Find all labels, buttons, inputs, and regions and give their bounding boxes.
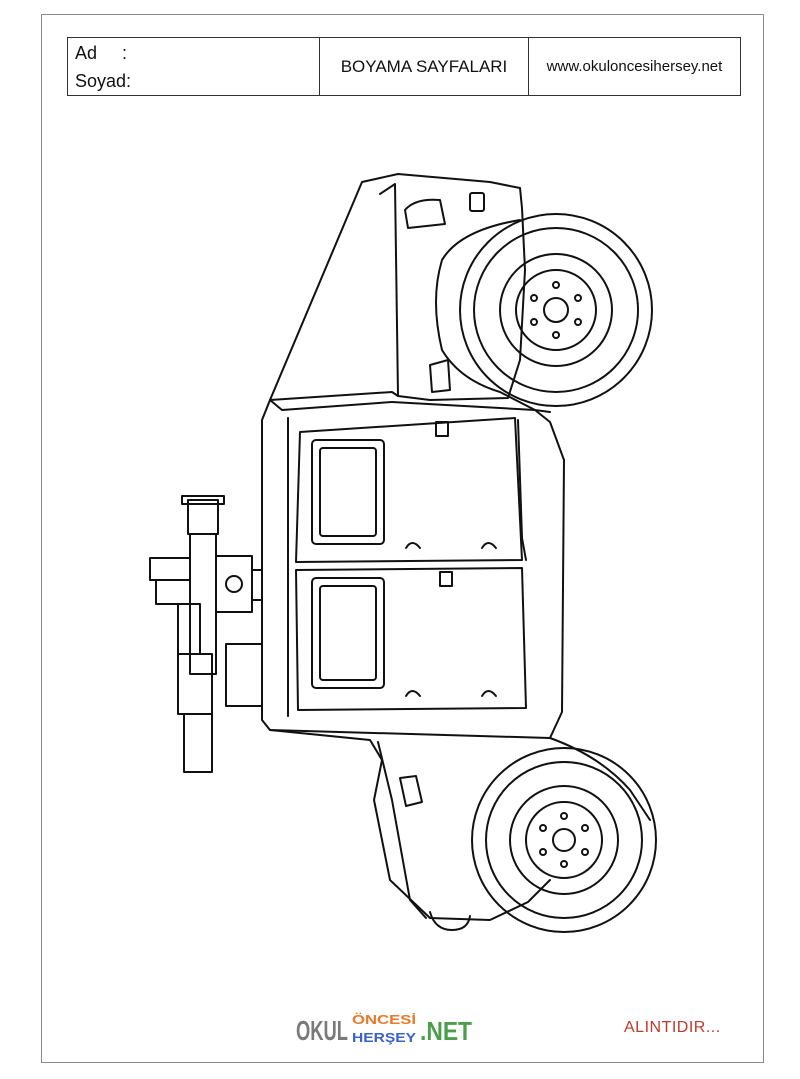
source-note: ALINTIDIR... [624,1019,721,1036]
rear-bumper [377,741,427,919]
door-hinge-1 [405,542,421,549]
hood-vent [404,198,446,229]
logo-okul: OKUL [296,1015,348,1046]
website-label: www.okuloncesihersey.net [528,37,741,96]
window-rear-inner [319,585,377,681]
name-cell: Ad : Soyad: [67,37,320,96]
page-frame [41,14,764,1063]
logo-net: .NET [420,1016,472,1046]
logo-oncesi: ÖNCESİ [352,1012,416,1027]
front-fender [435,219,551,413]
door-handle-rear [439,571,453,587]
surname-label: Soyad: [75,70,132,91]
okul-oncesi-hersey-logo: OKUL ÖNCESİ HERŞEY .NET [296,1012,472,1046]
front-light [469,192,485,212]
door-hinge-3 [405,690,421,697]
side-step [517,419,527,561]
rear-body [269,729,551,921]
front-wheel [459,213,653,407]
hood-grille [429,359,451,393]
tow-hook [429,911,471,931]
hood-inner-line [379,183,399,397]
windshield-edge [269,399,393,411]
hood-outline [269,173,526,401]
mounted-gun [149,495,263,773]
door-handle-front [435,421,449,437]
header-table: Ad : Soyad: BOYAMA SAYFALARI www.okulonc… [67,37,741,96]
door-rear [295,567,527,711]
window-front [311,439,385,545]
page-title: BOYAMA SAYFALARI [319,37,529,96]
window-front-inner [319,447,377,537]
jeep-drawing [149,173,657,933]
name-label: Ad : [75,42,128,63]
window-rear [311,577,385,689]
door-hinge-2 [481,542,497,549]
rear-lights [399,775,423,807]
logo-hersey: HERŞEY [352,1030,416,1045]
door-hinge-4 [481,690,497,697]
rear-fender [549,737,651,821]
rear-wheel [471,747,657,933]
